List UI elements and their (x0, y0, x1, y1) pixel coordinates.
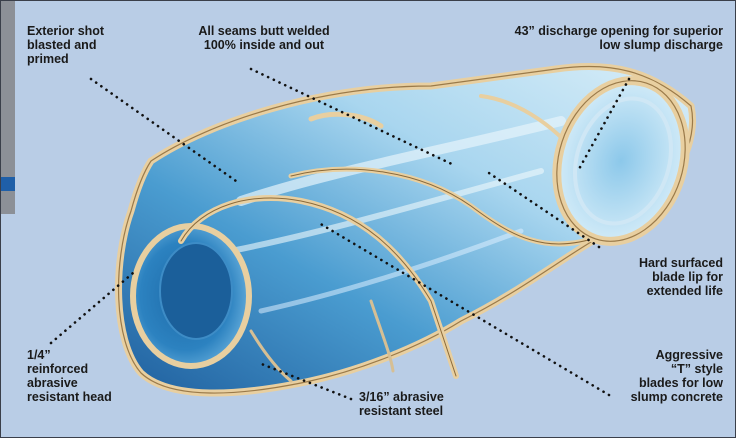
callout-line: abrasive (27, 376, 112, 390)
callout-line: 1/4” (27, 348, 112, 362)
callout-line: resistant steel (359, 404, 444, 418)
callout-line: blades for low (631, 376, 723, 390)
callout-seams: All seams butt welded 100% inside and ou… (169, 24, 359, 52)
callout-line: 100% inside and out (169, 38, 359, 52)
callout-line: All seams butt welded (169, 24, 359, 38)
callout-discharge-opening: 43” discharge opening for superior low s… (515, 24, 723, 52)
callout-line: slump concrete (631, 390, 723, 404)
callout-line: 3/16” abrasive (359, 390, 444, 404)
callout-steel: 3/16” abrasive resistant steel (359, 390, 444, 418)
drum-head-inner (160, 243, 232, 339)
callout-line: blasted and (27, 38, 104, 52)
callout-exterior-shot: Exterior shot blasted and primed (27, 24, 104, 66)
callout-line: extended life (639, 284, 723, 298)
callout-line: primed (27, 52, 104, 66)
callout-line: Exterior shot (27, 24, 104, 38)
callout-line: reinforced (27, 362, 112, 376)
callout-line: low slump discharge (515, 38, 723, 52)
callout-line: blade lip for (639, 270, 723, 284)
callout-line: Hard surfaced (639, 256, 723, 270)
callout-line: Aggressive (631, 348, 723, 362)
callout-line: 43” discharge opening for superior (515, 24, 723, 38)
callout-blade-lip: Hard surfaced blade lip for extended lif… (639, 256, 723, 298)
callout-line: resistant head (27, 390, 112, 404)
callout-line: “T” style (631, 362, 723, 376)
callout-blades: Aggressive “T” style blades for low slum… (631, 348, 723, 404)
callout-head: 1/4” reinforced abrasive resistant head (27, 348, 112, 404)
